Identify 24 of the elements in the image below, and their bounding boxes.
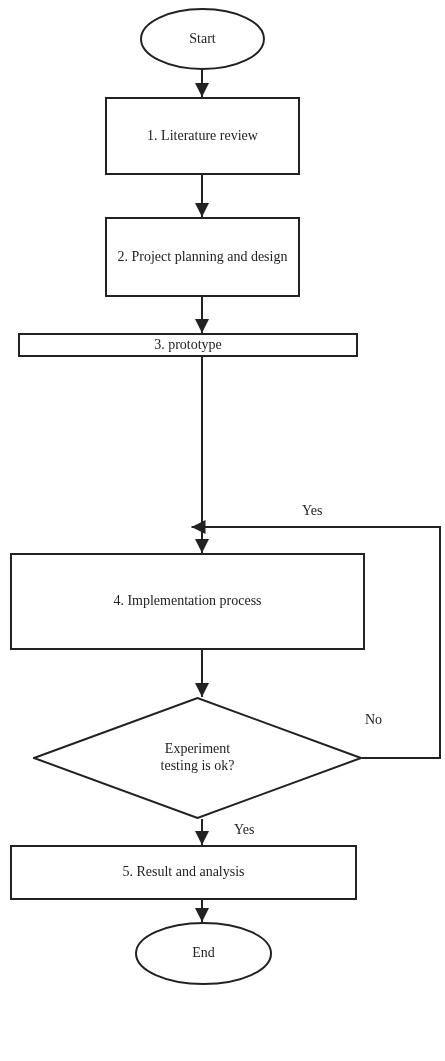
process-box	[105, 97, 300, 175]
process-box	[18, 333, 358, 357]
node-label: Start	[189, 30, 216, 48]
terminal-ellipse	[140, 8, 265, 70]
terminal-ellipse	[135, 922, 272, 985]
process-box	[10, 845, 357, 900]
node-label: End	[192, 945, 215, 962]
arrow	[190, 520, 441, 759]
node-label: 3. prototype	[154, 336, 222, 354]
process-box	[105, 217, 300, 297]
decision-diamond	[33, 697, 362, 819]
arrow	[195, 899, 209, 923]
arrow	[195, 649, 209, 698]
arrow	[195, 174, 209, 218]
arrow	[195, 356, 209, 554]
node-label: 4. Implementation process	[113, 593, 262, 610]
process-box	[10, 553, 365, 650]
arrow	[195, 69, 209, 98]
arrow	[195, 296, 209, 334]
node-label: 5. Result and analysis	[122, 864, 245, 881]
node-label: Experiment testing is ok?	[159, 741, 236, 775]
arrow	[195, 818, 209, 846]
node-label: 2. Project planning and design	[117, 248, 288, 266]
node-label: 1. Literature review	[147, 127, 258, 145]
